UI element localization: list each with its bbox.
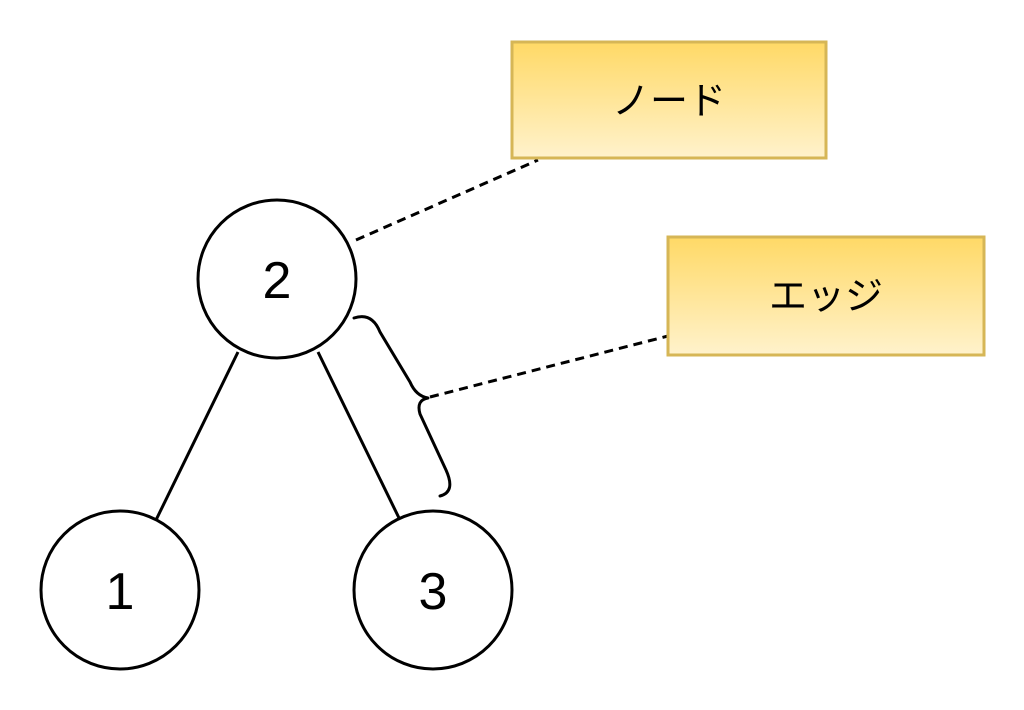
node-2: 2: [196, 198, 358, 360]
node-3-label: 3: [419, 563, 448, 621]
node-3: 3: [352, 509, 514, 671]
node-callout: ノード: [510, 40, 828, 160]
edge-2-1: [154, 351, 240, 521]
node-callout-box: [510, 40, 828, 160]
node-callout-label: ノード: [612, 79, 726, 123]
node-1-label: 1: [106, 563, 135, 621]
node-1-circle: [39, 509, 201, 671]
node-2-label: 2: [263, 252, 292, 310]
node-1: 1: [39, 509, 201, 671]
edge-brace: [352, 315, 452, 498]
edge-callout: エッジ: [666, 235, 986, 357]
edge-leader-line: [429, 334, 669, 399]
node-2-circle: [196, 198, 358, 360]
edge-callout-box: [666, 235, 986, 357]
edge-2-3: [316, 351, 402, 521]
edge-callout-label: エッジ: [769, 274, 883, 318]
node-leader-line: [355, 158, 539, 242]
node-3-circle: [352, 509, 514, 671]
